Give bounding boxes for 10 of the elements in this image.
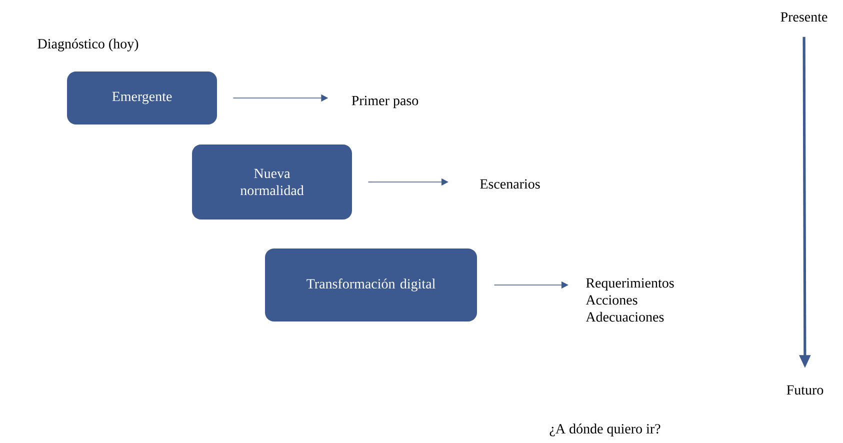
text-label: Futuro	[786, 385, 824, 395]
text-label: Diagnóstico (hoy)	[38, 38, 138, 52]
rounded-box: Transformación digital	[265, 248, 477, 322]
text-label: Presente	[780, 12, 828, 22]
text-list: Requerimientos Acciones Adecuaciones	[586, 278, 674, 322]
text-label: Escenarios	[480, 179, 540, 189]
text-label: Primer paso	[352, 96, 418, 108]
rounded-box: Emergente	[67, 72, 217, 124]
text-label: ¿A dónde quiero ir?	[550, 424, 660, 436]
rounded-box: Nueva normalidad	[192, 144, 352, 220]
